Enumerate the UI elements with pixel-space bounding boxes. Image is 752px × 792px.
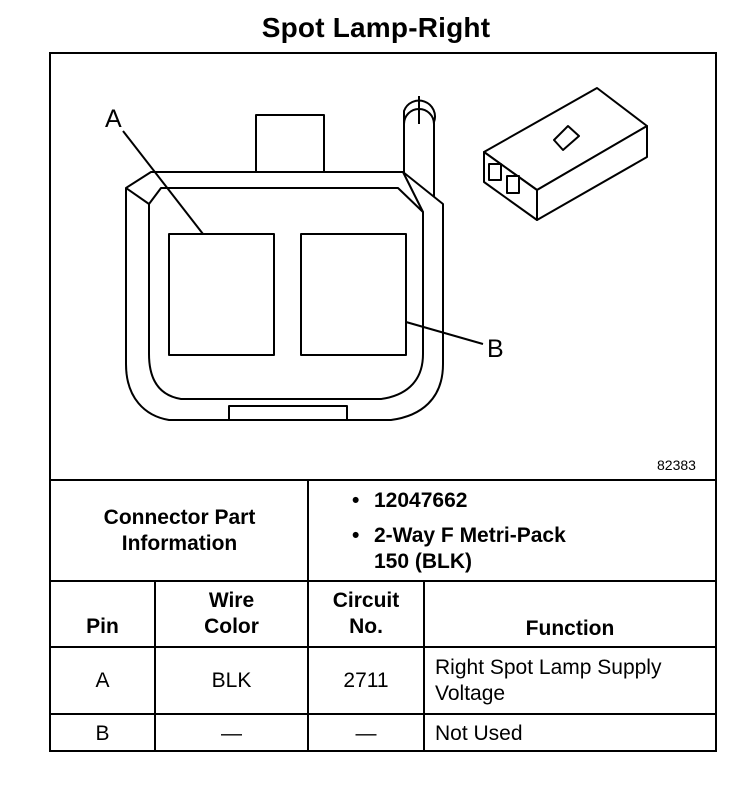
row-b-circuit: — <box>355 721 377 745</box>
divider-header-bottom <box>49 646 717 648</box>
terminal-cavity-a <box>168 233 275 356</box>
connector-info-list: • 12047662 • 2-Way F Metri-Pack 150 (BLK… <box>352 488 566 575</box>
callout-b-label: B <box>487 335 504 363</box>
connector-type-line1: 2-Way F Metri-Pack <box>374 524 566 547</box>
connector-type-line2: 150 (BLK) <box>374 550 473 573</box>
row-a-wire-color: BLK <box>211 668 252 692</box>
connector-info-label-line1: Connector Part <box>103 506 256 529</box>
connector-info-item: • 2-Way F Metri-Pack 150 (BLK) <box>352 523 566 575</box>
header-wire-color: Wire Color <box>204 589 259 638</box>
bullet: • <box>352 524 360 547</box>
latch-tab <box>255 114 325 181</box>
row-a-function: Right Spot Lamp Supply Voltage <box>435 655 662 705</box>
header-pin: Pin <box>86 615 119 638</box>
connector-info-label: Connector Part Information <box>51 481 308 581</box>
callout-a-leader <box>122 130 204 235</box>
connector-frame <box>49 52 717 752</box>
divider-circuit-col <box>423 580 425 752</box>
divider-diagram-bottom <box>49 479 717 481</box>
divider-pin-col <box>154 580 156 752</box>
figure-number: 82383 <box>657 457 696 473</box>
header-function: Function <box>525 617 615 640</box>
terminal-cavity-b <box>300 233 407 356</box>
connector-housing-inner <box>148 187 424 400</box>
connector-diagram: A B <box>105 87 648 421</box>
divider-info-bottom <box>49 580 717 582</box>
row-a-circuit: 2711 <box>343 668 389 692</box>
bullet: • <box>352 489 360 512</box>
header-circuit-no: Circuit No. <box>332 589 400 638</box>
page-title: Spot Lamp-Right <box>261 12 491 43</box>
row-a-pin: A <box>95 668 110 692</box>
connector-iso-view <box>483 87 648 221</box>
row-b-pin: B <box>95 721 110 745</box>
connector-info-item: • 12047662 <box>352 488 566 514</box>
connector-info-label-line2: Information <box>121 532 238 555</box>
callout-b-leader <box>405 321 484 345</box>
divider-info-col <box>307 479 309 752</box>
divider-row-a-bottom <box>49 713 717 715</box>
row-b-function: Not Used <box>435 721 523 745</box>
part-number: 12047662 <box>374 489 468 512</box>
row-b-wire-color: — <box>221 721 242 745</box>
callout-a-label: A <box>105 105 122 133</box>
